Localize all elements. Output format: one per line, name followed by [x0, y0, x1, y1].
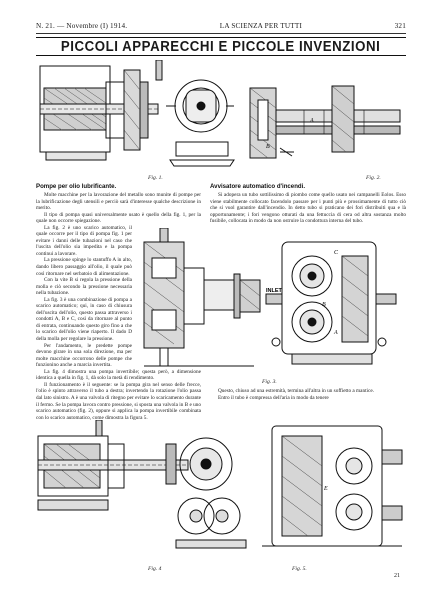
figure-4-reversible-pump-drawing: [36, 420, 256, 560]
label-inlet: INLET: [266, 288, 283, 294]
paragraph: Per l'andamento, le predette pompe devon…: [36, 342, 132, 369]
label-c: C: [334, 250, 339, 256]
running-header: N. 21. — Novembre (I) 1914. LA SCIENZA P…: [36, 22, 406, 32]
article-column-fire-alarm-continued: Questo, chiuso ad una estremità, termina…: [210, 388, 406, 418]
paragraph: Questo, chiuso ad una estremità, termina…: [218, 388, 374, 394]
caption-fig-1: Fig. 1.: [148, 175, 163, 181]
signature-mark: 21: [394, 573, 400, 579]
article-heading-oil-pumps: Pompe per olio lubrificante.: [36, 183, 117, 190]
caption-fig-2: Fig. 2.: [366, 175, 381, 181]
paragraph: Con la vite B si regola la pressione del…: [36, 277, 132, 297]
figure-3-gear-pump-drawing: INLET C A B: [262, 236, 412, 376]
article-column-oil-pumps: Pompe per olio lubrificante. Molte macch…: [36, 183, 201, 421]
section-title: PICCOLI APPARECCHI E PICCOLE INVENZIONI: [61, 38, 381, 55]
label-b-fig3: B: [322, 302, 326, 308]
paragraph: La pressione spinge lo stantuffo A in al…: [36, 257, 132, 277]
caption-fig-5: Fig. 5.: [292, 566, 307, 572]
caption-fig-4: Fig. 4: [148, 566, 162, 572]
paragraph: Entro il tubo è compressa dell'aria in m…: [218, 394, 329, 401]
journal-name: LA SCIENZA PER TUTTI: [219, 22, 303, 30]
figure-5-invertible-relief-pump-drawing: E: [262, 420, 412, 565]
paragraph: Il tipo di pompa quasi universalmente us…: [36, 211, 201, 225]
caption-fig-3-top: Fig. 3.: [262, 379, 277, 385]
label-e: E: [323, 486, 328, 492]
paragraph: La fig. 4 dimostra una pompa invertibile…: [36, 368, 201, 382]
paragraph: La fig. 2 è uno scarico automatico, il q…: [36, 224, 132, 257]
article-heading-fire-alarm: Avvisatore automatico d'incendi.: [210, 183, 306, 190]
figure-1-pump-drawing: [36, 60, 236, 185]
label-a: A: [309, 118, 314, 124]
header-rule: [36, 33, 406, 34]
paragraph: La fig. 3 è una combinazione di pompa a …: [36, 296, 132, 343]
figure-3-combined-pump-drawing: [138, 228, 278, 378]
paragraph: Molte macchine per la lavorazione del me…: [36, 192, 201, 212]
page-number: 321: [394, 22, 406, 30]
paragraph: Il funzionamento è il seguente: se la po…: [36, 381, 201, 421]
issue-info: N. 21. — Novembre (I) 1914.: [36, 22, 128, 30]
article-column-fire-alarm: Avvisatore automatico d'incendi. Si adop…: [210, 183, 406, 231]
figure-2-relief-valve-drawing: B A: [244, 82, 406, 170]
section-title-bar: PICCOLI APPARECCHI E PICCOLE INVENZIONI: [36, 37, 406, 56]
label-a-fig3: A: [333, 330, 338, 336]
paragraph: Si adopera un tubo sottilissimo di piomb…: [210, 192, 406, 225]
label-b: B: [266, 144, 270, 150]
